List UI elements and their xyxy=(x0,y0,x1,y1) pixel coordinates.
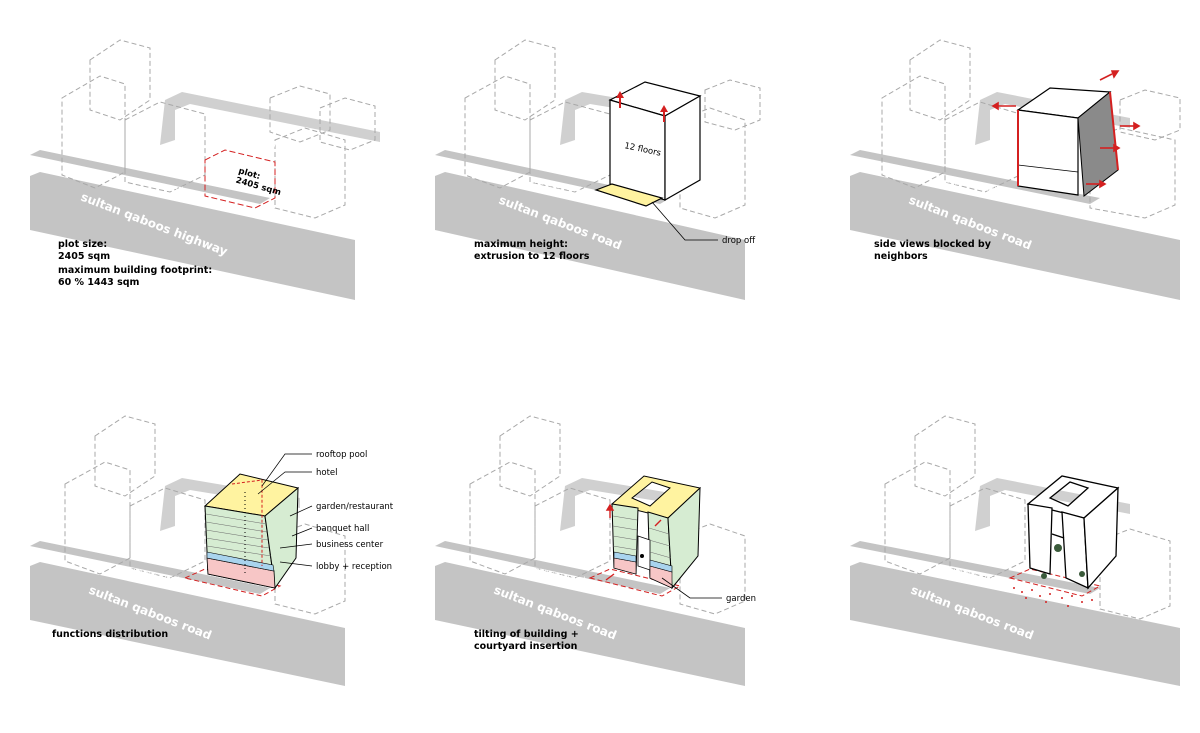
tilted-tower xyxy=(610,475,702,590)
blocked-edge xyxy=(1109,91,1119,171)
extruded-tower xyxy=(608,81,702,202)
caption-max-height: maximum height: extrusion to 12 floors xyxy=(474,239,590,262)
callout-garden-restaurant: garden/restaurant xyxy=(316,502,394,512)
caption-tilting: tilting of building + courtyard insertio… xyxy=(474,629,579,652)
people-dots xyxy=(1013,587,1093,607)
neighbor-buildings xyxy=(881,39,1181,219)
callout-business-center: business center xyxy=(316,540,384,550)
function-tower xyxy=(203,473,300,590)
tilt-arrows xyxy=(605,503,662,581)
caption-functions: functions distribution xyxy=(52,629,169,640)
callout-rooftop-pool: rooftop pool xyxy=(316,450,367,460)
plot-outline xyxy=(588,568,682,597)
callout-lobby: lobby + reception xyxy=(316,562,392,572)
callout-garden: garden xyxy=(726,594,756,604)
dropoff-zone xyxy=(594,183,664,207)
panel-tilting: garden sultan qaboos road express road t… xyxy=(400,366,800,732)
panel-functions: rooftop pool hotel garden/restaurant ban… xyxy=(0,366,400,732)
caption-footprint: maximum building footprint: 60 % 1443 sq… xyxy=(58,265,213,288)
neighbor-buildings xyxy=(884,415,1171,620)
express-road xyxy=(435,541,670,594)
panel-side-views: sultan qaboos road express road side vie… xyxy=(800,0,1200,366)
garden-callout-line xyxy=(661,577,722,599)
neighbor-buildings xyxy=(61,39,376,219)
panel-6-diagram: sultan qaboos road express road xyxy=(850,415,1180,686)
plot-outline xyxy=(183,568,282,597)
panel-max-height: 12 floors drop off sultan qaboos road ex… xyxy=(400,0,800,366)
final-tower xyxy=(1026,475,1120,590)
dropoff-callout: drop off xyxy=(722,236,756,246)
express-road xyxy=(30,150,270,204)
dropoff-callout-line xyxy=(651,201,718,241)
height-arrow-head xyxy=(616,91,624,98)
callout-hotel: hotel xyxy=(316,468,338,478)
neighbor-buildings xyxy=(64,415,346,615)
blocked-arrows xyxy=(991,70,1141,189)
height-arrow-head xyxy=(660,105,668,112)
express-road xyxy=(850,150,1100,204)
main-road xyxy=(435,172,745,300)
callout-lines xyxy=(257,453,313,567)
main-road xyxy=(30,562,345,686)
plot-outline xyxy=(1008,568,1102,597)
service-road xyxy=(975,478,1130,531)
callout-banquet-hall: banquet hall xyxy=(316,524,369,534)
panel-plot-size: plot:2405 sqm sultan qaboos highway expr… xyxy=(0,0,400,366)
blocked-tower xyxy=(1016,87,1119,197)
main-road xyxy=(850,172,1180,300)
panel-2-diagram: 12 floors drop off sultan qaboos road ex… xyxy=(435,39,761,300)
panel-5-diagram: garden sultan qaboos road express road xyxy=(435,415,756,686)
neighbor-buildings xyxy=(469,415,746,615)
panel-final: sultan qaboos road express road xyxy=(800,366,1200,732)
plot-outline xyxy=(204,149,276,209)
main-road xyxy=(435,562,745,686)
express-road xyxy=(30,541,270,594)
panel-1-diagram: plot:2405 sqm sultan qaboos highway expr… xyxy=(30,39,380,300)
express-road xyxy=(850,541,1100,594)
main-road xyxy=(850,562,1180,686)
panel-3-diagram: sultan qaboos road express road xyxy=(850,39,1181,300)
caption-side-views: side views blocked by neighbors xyxy=(874,239,991,262)
panel-4-diagram: rooftop pool hotel garden/restaurant ban… xyxy=(30,415,394,686)
main-highway xyxy=(30,172,355,300)
garden-trees xyxy=(1041,544,1085,579)
caption-plot-size: plot size: 2405 sqm xyxy=(58,239,111,262)
